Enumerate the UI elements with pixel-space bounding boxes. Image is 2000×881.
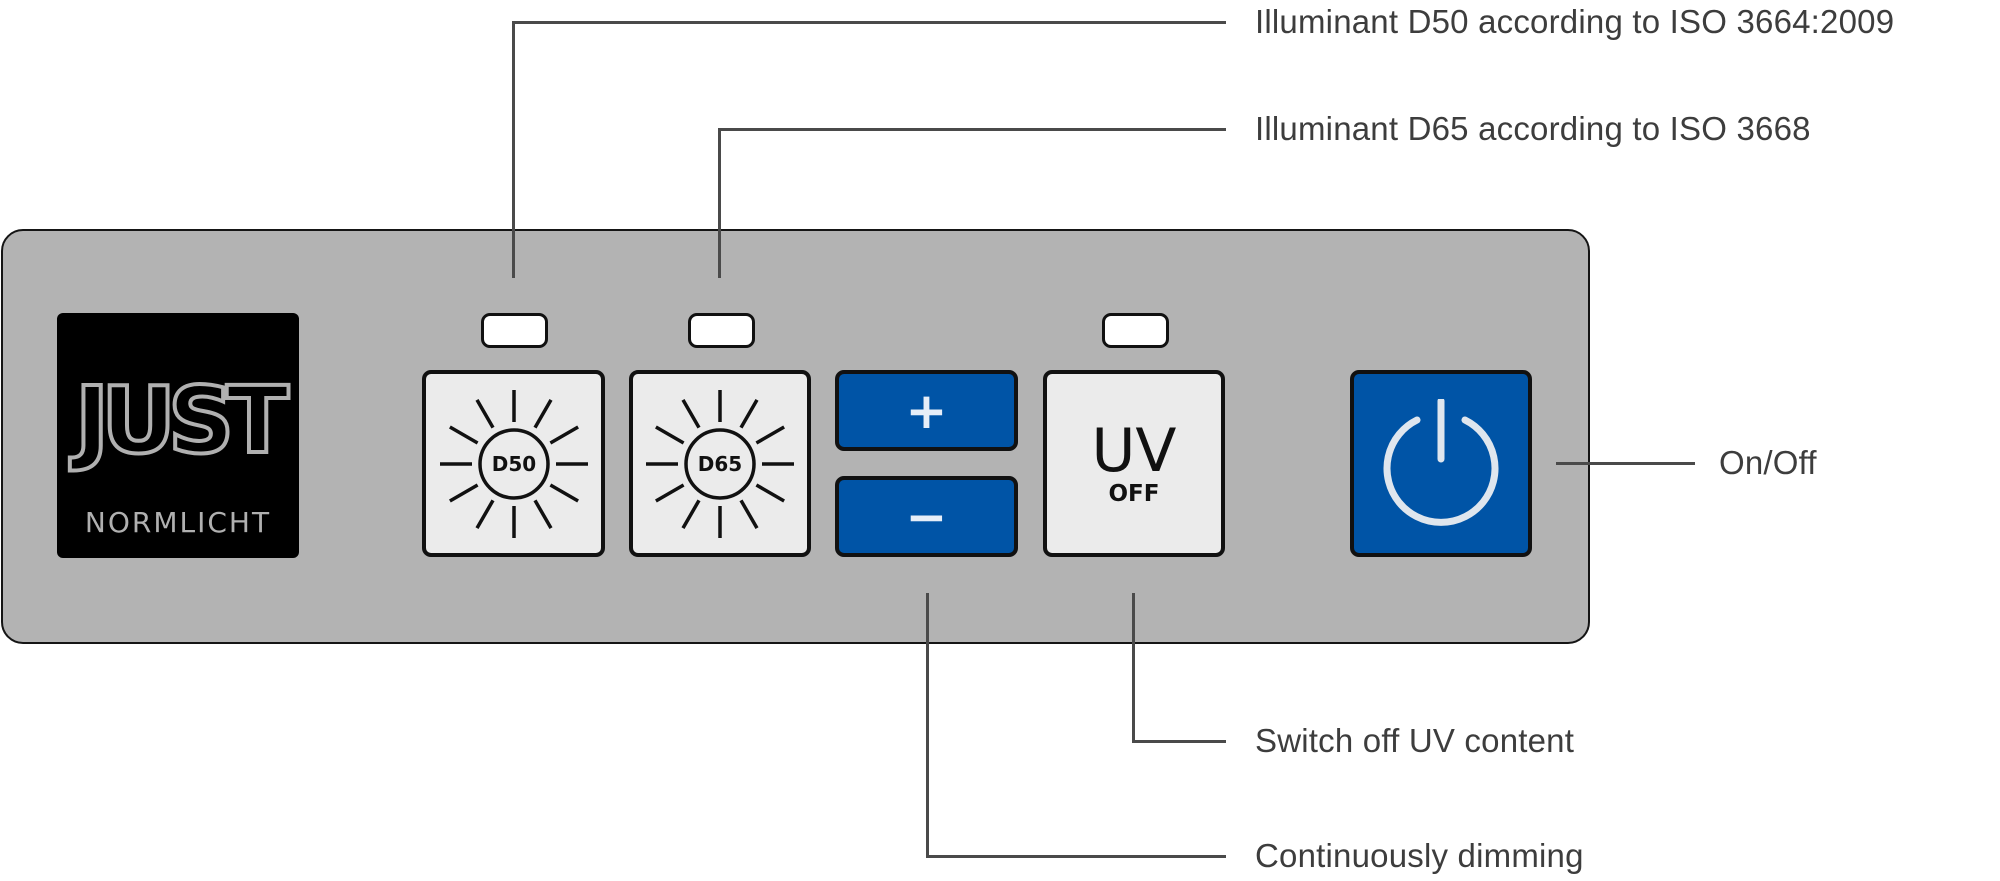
sun-icon: D50 (439, 389, 588, 538)
uv-indicator-led (1102, 313, 1169, 348)
uv-off-label: OFF (1108, 481, 1160, 507)
uv-off-button[interactable]: UV OFF (1043, 370, 1225, 557)
sun-ray (755, 424, 785, 445)
sun-ray (474, 398, 495, 428)
power-icon (1383, 398, 1499, 526)
sun-ray (655, 424, 685, 445)
dim-up-button[interactable]: + (835, 370, 1018, 451)
sun-circle (477, 427, 550, 500)
logo-subbrand: NORMLICHT (84, 506, 272, 539)
sun-ray (755, 482, 785, 503)
sun-ray (532, 499, 553, 529)
dimming-callout-label: Continuously dimming (1255, 837, 1584, 874)
sun-ray (681, 499, 701, 529)
sun-ray (474, 499, 495, 529)
sun-ray (532, 398, 553, 428)
sun-ray (448, 424, 478, 445)
illuminant-label: D65 (698, 452, 742, 476)
uv-callout-line-h (1132, 740, 1226, 743)
d65-callout-line (718, 128, 721, 278)
just-normlicht-logo: JUST NORMLICHT (57, 313, 299, 558)
sun-ray (655, 482, 685, 503)
d65-button[interactable]: D65 (629, 370, 811, 557)
uv-callout-label: Switch off UV content (1255, 722, 1575, 759)
d65-callout-line-h (718, 128, 1226, 131)
sun-icon: D65 (646, 389, 794, 538)
sun-ray (448, 482, 478, 503)
power-callout-line (1556, 462, 1695, 465)
power-callout-label: On/Off (1719, 444, 1817, 481)
uv-label: UV (1091, 416, 1177, 486)
sun-ray (549, 424, 579, 445)
d65-callout-label: Illuminant D65 according to ISO 3668 (1255, 110, 1811, 147)
minus-icon: − (905, 487, 948, 546)
d50-callout-line (512, 21, 515, 278)
d50-callout-label: Illuminant D50 according to ISO 3664:200… (1255, 3, 1895, 40)
uv-callout-line (1132, 593, 1135, 743)
sun-circle (684, 427, 756, 500)
d50-callout-line-h (512, 21, 1226, 24)
d50-button[interactable]: D50 (422, 370, 605, 557)
power-button[interactable] (1350, 370, 1532, 557)
sun-ray (739, 398, 759, 428)
sun-ray (681, 398, 701, 428)
sun-ray (549, 482, 579, 503)
d50-indicator-led (481, 313, 548, 348)
sun-ray (739, 499, 759, 529)
plus-icon: + (905, 381, 948, 440)
illuminant-label: D50 (491, 452, 535, 476)
d65-indicator-led (688, 313, 755, 348)
logo-brand: JUST (73, 367, 291, 474)
dimming-callout-line-h (926, 855, 1226, 858)
dim-down-button[interactable]: − (835, 476, 1018, 557)
dimming-callout-line (926, 593, 929, 858)
